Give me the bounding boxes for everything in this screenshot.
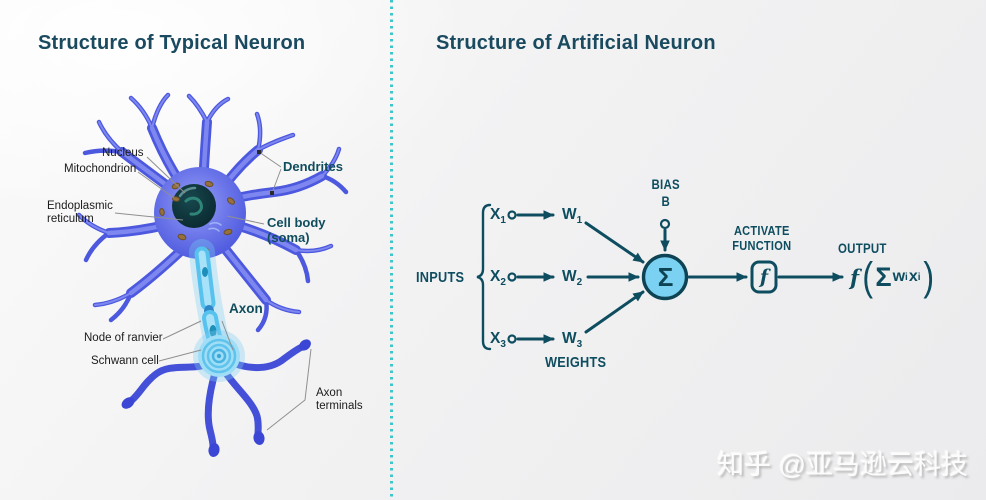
- bias-node: [659, 218, 671, 230]
- artificial-neuron-diagram: [476, 203, 844, 351]
- label-schwann-cell: Schwann cell: [91, 355, 159, 367]
- formula-w-sub: i: [905, 271, 908, 283]
- input-label-x1: X1: [490, 206, 506, 226]
- schwann-cell: [193, 330, 245, 382]
- label-dendrites: Dendrites: [283, 159, 343, 174]
- label-inputs: INPUTS: [416, 269, 465, 286]
- label-nucleus: Nucleus: [102, 147, 144, 159]
- endoplasmic-reticulum: [208, 221, 222, 232]
- weight-label-w2: W2: [562, 268, 583, 288]
- label-mitochondrion: Mitochondrion: [64, 163, 137, 175]
- label-cell-body: Cell body (soma): [267, 215, 326, 245]
- activation-function-box: [750, 260, 778, 294]
- weight-label-w1: W1: [562, 206, 583, 226]
- right-panel-title: Structure of Artificial Neuron: [436, 32, 716, 54]
- inputs-brace: [476, 203, 492, 351]
- sum-symbol: Σ: [657, 261, 674, 292]
- label-axon: Axon: [229, 301, 263, 316]
- input-label-x3: X3: [490, 330, 506, 350]
- terminal-bulbs: [121, 339, 311, 457]
- axon-terminals: [128, 343, 306, 450]
- nucleus: [172, 184, 216, 228]
- label-bias: BIAS B: [651, 177, 681, 209]
- neuron-illustration: [76, 92, 349, 457]
- input-label-x2: X2: [490, 268, 506, 288]
- dendrite-markers: [257, 150, 274, 195]
- watermark: 知乎 @亚马逊云科技: [717, 450, 968, 480]
- label-output: OUTPUT: [838, 241, 887, 256]
- output-formula: f ( Σ w i x i ): [850, 256, 935, 298]
- formula-close-paren: ): [922, 255, 934, 299]
- sum-node: [641, 253, 689, 301]
- leader-lines: [114, 151, 312, 431]
- label-endoplasmic-reticulum: Endoplasmic reticulum: [47, 200, 113, 226]
- formula-open-paren: (: [862, 255, 874, 299]
- left-panel-title: Structure of Typical Neuron: [38, 32, 306, 54]
- formula-sigma: Σ: [875, 261, 892, 292]
- label-activate-function: ACTIVATE FUNCTION: [732, 223, 792, 253]
- label-node-of-ranvier: Node of ranvier: [84, 332, 163, 344]
- label-axon-terminals: Axon terminals: [316, 387, 363, 413]
- weight-label-w3: W3: [562, 330, 583, 350]
- formula-x-sub: i: [917, 271, 921, 283]
- formula-w: w: [892, 268, 906, 285]
- label-weights: WEIGHTS: [545, 354, 607, 371]
- formula-f: f: [850, 264, 860, 290]
- panel-divider: [390, 0, 393, 500]
- formula-x: x: [908, 268, 918, 285]
- function-symbol: f: [759, 266, 769, 288]
